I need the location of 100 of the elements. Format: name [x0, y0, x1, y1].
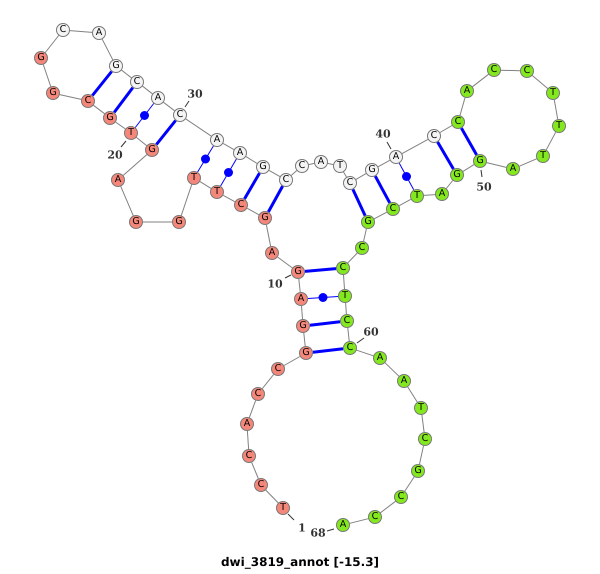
nucleotide-circle: C — [340, 314, 354, 328]
backbone-line — [251, 462, 259, 479]
backbone-line — [327, 162, 334, 166]
nucleotide-circle: T — [276, 501, 290, 515]
backbone-line — [404, 476, 415, 492]
nucleotide-circle: C — [343, 176, 357, 190]
nucleotide-circle: G — [361, 215, 375, 229]
backbone-line — [398, 198, 412, 206]
base-pair-line — [460, 127, 478, 156]
nucleotide-circle: A — [435, 187, 449, 201]
backbone-line — [532, 75, 548, 89]
nucleotide-circle: G — [103, 111, 117, 125]
backbone-line — [486, 162, 507, 168]
base-pair-line — [352, 188, 366, 216]
nucleotide-circle: C — [271, 362, 285, 376]
base-pair-line — [310, 320, 340, 327]
position-number: 50 — [476, 180, 492, 194]
nucleotide-circle: C — [336, 261, 350, 275]
backbone-line — [284, 356, 300, 366]
backbone-line — [378, 160, 390, 168]
base-pair-line — [155, 120, 177, 146]
backbone-line — [546, 132, 556, 150]
backbone-line — [180, 184, 192, 216]
nucleotide-circle: C — [520, 64, 534, 78]
nucleotide-circle: A — [397, 374, 411, 388]
nucleotide-circle: C — [343, 341, 357, 355]
nucleotide-circle: T — [536, 149, 550, 163]
nucleotide-circle: C — [418, 432, 432, 446]
nucleotide-circle: G — [34, 51, 48, 65]
nucleotide-circle: A — [240, 417, 254, 431]
position-number: 60 — [363, 326, 379, 338]
backbone-line — [301, 306, 303, 320]
nucleotide-circle: G — [299, 346, 313, 360]
base-pair-line — [436, 141, 455, 170]
backbone-line — [402, 138, 428, 154]
backbone-line — [121, 70, 132, 78]
nucleotide-circle: C — [234, 198, 248, 212]
backbone-line — [308, 162, 315, 166]
nucleotide-circle: C — [295, 159, 309, 173]
nucleotide-circle: C — [394, 490, 408, 504]
nucleotide-circle: G — [450, 168, 464, 182]
backbone-line — [246, 208, 260, 216]
nucleotide-circle: A — [389, 150, 403, 164]
nucleotide-circle: G — [473, 154, 487, 168]
backbone-line — [42, 64, 52, 87]
backbone-line — [500, 70, 520, 72]
base-pair-line — [197, 146, 214, 172]
backbone-line — [44, 35, 60, 53]
backbone-line — [460, 97, 466, 116]
nucleotide-circle: G — [365, 163, 379, 177]
backbone-line — [222, 194, 236, 202]
backbone-line — [59, 94, 82, 100]
nucleotide-circle: C — [251, 387, 265, 401]
nucleotide-circle: A — [506, 162, 520, 176]
nucleotide-circle: G — [172, 215, 186, 229]
backbone-line — [122, 154, 148, 176]
nucleotide-circle: T — [414, 401, 428, 415]
backbone-line — [163, 102, 175, 112]
nucleotide-circle: A — [92, 26, 106, 40]
backbone-line — [246, 430, 250, 450]
nucleotide-circle: A — [460, 84, 474, 98]
backbone-line — [265, 490, 279, 504]
base-pair-line — [308, 296, 338, 299]
backbone-line — [363, 228, 367, 242]
nucleotide-circle: C — [368, 510, 382, 524]
nucleotide-circle: T — [124, 126, 138, 140]
backbone-line — [349, 518, 369, 524]
backbone-line — [268, 170, 280, 178]
backbone-line — [200, 181, 212, 189]
nucleotide-circle: C — [81, 94, 95, 108]
backbone-line — [185, 118, 212, 137]
backbone-line — [136, 136, 148, 146]
backbone-line — [419, 445, 424, 465]
position-number: 30 — [187, 88, 203, 100]
nucleotide-circle: A — [210, 133, 224, 147]
nucleotide-circle: T — [410, 189, 424, 203]
nucleotide-circle: G — [411, 464, 425, 478]
backbone-line — [374, 212, 388, 220]
nucleotide-circle: A — [265, 246, 279, 260]
backbone-line — [518, 158, 538, 167]
nucleotide-circle: C — [355, 241, 369, 255]
position-number: 10 — [267, 278, 283, 290]
nucleotide-circle: C — [56, 23, 70, 37]
base-pair-line — [134, 103, 154, 128]
nucleotide-circle: T — [210, 185, 224, 199]
nucleotide-circle: G — [258, 211, 272, 225]
backbone-line — [440, 125, 452, 133]
base-pair-line — [398, 162, 414, 190]
backbone-line — [347, 328, 350, 342]
backbone-line — [142, 86, 153, 94]
nucleotide-circle: A — [111, 173, 125, 187]
backbone-line — [554, 99, 558, 120]
backbone-line — [120, 186, 134, 216]
backbone-line — [248, 400, 256, 418]
base-pair-line — [374, 175, 392, 204]
base-pair-line — [267, 185, 284, 213]
position-number: 1 — [298, 522, 306, 534]
backbone-line — [262, 374, 274, 389]
nucleotide-circle: A — [314, 155, 328, 169]
base-pair-line — [113, 86, 134, 114]
